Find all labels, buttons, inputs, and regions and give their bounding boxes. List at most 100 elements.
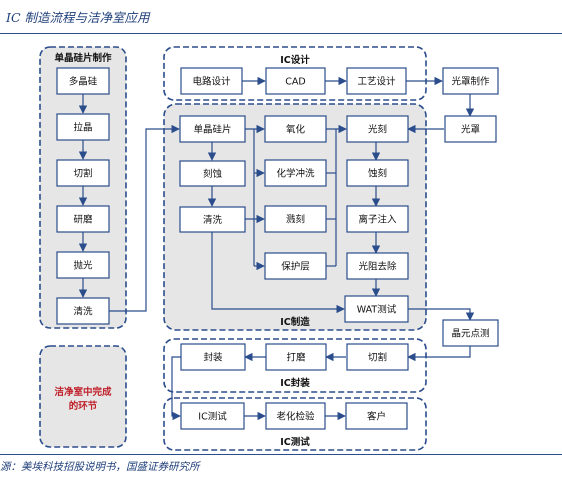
node-box <box>346 67 407 95</box>
source-note: 源：美埃科技招股说明书，国盛证券研究所 <box>0 461 200 473</box>
wafer-group-label: 单晶硅片制作 <box>54 52 112 64</box>
node-label: 工艺设计 <box>357 76 396 88</box>
node-box <box>264 252 327 280</box>
node-box <box>442 67 499 95</box>
node-photoresist-removal: 光阻去除 <box>346 252 409 280</box>
node-label: 抛光 <box>73 260 93 272</box>
node-label: 化学冲洗 <box>276 168 315 180</box>
node-polysilicon: 多晶硅 <box>56 67 110 95</box>
node-box <box>56 251 110 279</box>
node-single-wafer: 单晶硅片 <box>179 115 246 143</box>
node-box <box>346 252 409 280</box>
node-box <box>265 402 326 430</box>
page-title: IC 制造流程与洁净室应用 <box>6 10 150 25</box>
node-box <box>179 160 246 187</box>
arrow-package-to-ic-test <box>171 356 181 421</box>
node-box <box>56 159 110 187</box>
ic-packaging-group <box>163 338 427 393</box>
node-box <box>346 205 409 233</box>
node-label: 清洗 <box>73 306 93 318</box>
node-wafer-cleaning: 清洗 <box>56 297 110 325</box>
node-label: 切割 <box>73 168 92 180</box>
node-box <box>179 206 246 233</box>
arrow-wat-to-die-probe <box>408 308 475 321</box>
node-box <box>346 159 409 187</box>
node-box <box>56 67 110 95</box>
node-oxidation: 氧化 <box>264 115 327 143</box>
node-label: 单晶硅片 <box>193 124 231 136</box>
node-label: WAT测试 <box>357 304 397 316</box>
node-box <box>180 67 243 95</box>
ic-design-group <box>163 46 427 101</box>
node-label: 打磨 <box>286 352 306 364</box>
node-label: 多晶硅 <box>69 76 98 88</box>
node-box <box>180 402 245 430</box>
packaging-group-label: IC封装 <box>280 377 310 389</box>
header-rule <box>0 33 562 34</box>
node-box <box>265 67 326 95</box>
cleanroom-legend <box>39 345 127 448</box>
node-box <box>56 113 110 141</box>
node-box <box>346 115 409 143</box>
node-cutting: 切割 <box>56 159 110 187</box>
node-label: 溅刻 <box>286 214 305 226</box>
node-box <box>265 343 327 371</box>
node-mask-making: 光罩制作 <box>442 67 499 95</box>
node-dicing: 切割 <box>346 343 409 371</box>
node-die-probe: 晶元点测 <box>442 319 499 347</box>
arrow-die-probe-to-dicing <box>407 346 471 362</box>
node-label: 离子注入 <box>358 214 397 226</box>
ic-testing-group <box>163 397 427 451</box>
node-process-design: 工艺设计 <box>346 67 407 95</box>
node-label: 氧化 <box>286 124 306 136</box>
node-label: 光罩 <box>461 124 480 136</box>
node-ion-implant: 离子注入 <box>346 205 409 233</box>
node-box <box>344 295 409 323</box>
node-etching: 刻蚀 <box>179 160 246 187</box>
node-label: 客户 <box>367 411 386 423</box>
node-label: 清洗 <box>203 214 223 226</box>
footer-rule <box>0 454 562 455</box>
node-label: 拉晶 <box>73 122 92 134</box>
node-photolithography: 光刻 <box>346 115 409 143</box>
node-label: 晶元点测 <box>451 329 489 340</box>
node-sputtering: 溅刻 <box>264 205 327 233</box>
node-crystal-pulling: 拉晶 <box>56 113 110 141</box>
design-group-label: IC设计 <box>280 54 310 66</box>
node-customer: 客户 <box>345 402 408 430</box>
node-label: 电路设计 <box>192 76 231 88</box>
node-label: 蚀刻 <box>368 168 387 180</box>
node-label: 老化检验 <box>276 411 315 423</box>
node-label: CAD <box>285 77 305 88</box>
node-box <box>442 319 499 347</box>
node-box <box>56 297 110 325</box>
node-label: 研磨 <box>73 215 93 226</box>
node-box <box>345 402 408 430</box>
node-label: IC测试 <box>198 411 227 423</box>
node-protective-layer: 保护层 <box>264 252 327 280</box>
node-cad: CAD <box>265 67 326 95</box>
node-label: 光罩制作 <box>451 76 490 88</box>
arrow-wafer-to-manufacturing <box>109 124 180 312</box>
node-label: 刻蚀 <box>203 168 223 180</box>
cleanroom-legend-line1: 洁净室中完成 <box>54 386 112 398</box>
cleanroom-legend-line2: 的环节 <box>69 400 98 412</box>
node-label: 光刻 <box>368 124 387 136</box>
node-box <box>264 205 327 233</box>
node-grinding: 研磨 <box>56 205 110 233</box>
node-circuit-design: 电路设计 <box>180 67 243 95</box>
arrow-cleaning-to-wat <box>211 232 345 314</box>
node-etch: 蚀刻 <box>346 159 409 187</box>
node-box <box>264 159 327 187</box>
node-package: 封装 <box>180 343 246 371</box>
node-box <box>444 115 497 143</box>
testing-group-label: IC测试 <box>280 436 310 448</box>
node-ic-test: IC测试 <box>180 402 245 430</box>
node-polishing: 抛光 <box>56 251 110 279</box>
node-label: 保护层 <box>281 261 310 273</box>
node-box <box>56 205 110 233</box>
node-mask: 光罩 <box>444 115 497 143</box>
node-label: 封装 <box>203 352 223 364</box>
node-box <box>180 343 246 371</box>
